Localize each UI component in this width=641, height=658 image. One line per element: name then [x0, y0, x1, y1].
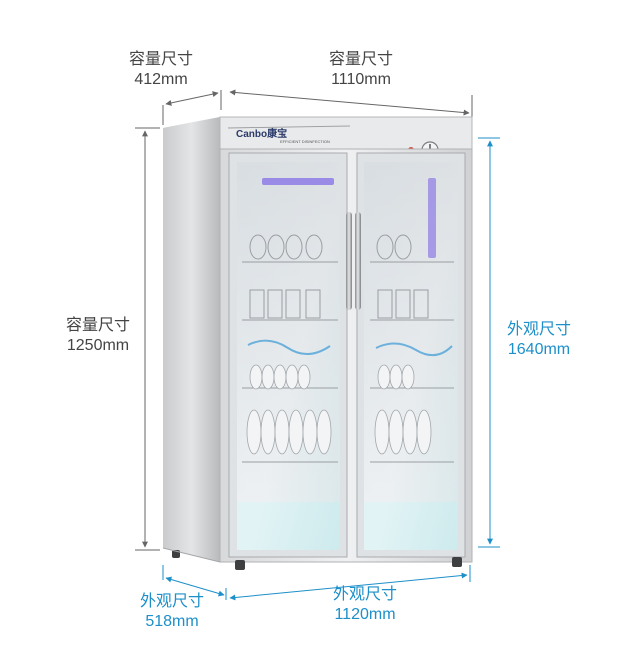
capacity-height-value: 1250mm [66, 337, 130, 354]
capacity-width-value: 1110mm [331, 71, 391, 88]
exterior-dimension-lines [162, 137, 500, 601]
brand-logo-icon: Canbo康宝 [236, 127, 287, 140]
right-door-handle[interactable] [355, 212, 361, 310]
exterior-width-label: 外观尺寸 1120mm [320, 585, 410, 625]
capacity-width-title: 容量尺寸 [328, 51, 393, 68]
brand-subtitle: EFFICIENT DISINFECTION [280, 139, 330, 144]
capacity-depth-value: 412mm [134, 71, 188, 88]
exterior-height-label: 外观尺寸 1640mm [497, 320, 581, 360]
capacity-depth-title: 容量尺寸 [128, 51, 193, 68]
capacity-height-label: 容量尺寸 1250mm [56, 316, 140, 356]
exterior-width-value: 1120mm [334, 606, 396, 623]
left-glass-door[interactable] [228, 152, 348, 558]
cabinet-foot [235, 560, 245, 570]
exterior-depth-value: 518mm [145, 613, 199, 630]
capacity-width-label: 容量尺寸 1110mm [316, 50, 406, 90]
cabinet-side-panel [163, 117, 220, 562]
exterior-width-title: 外观尺寸 [332, 586, 397, 603]
exterior-depth-title: 外观尺寸 [139, 593, 204, 610]
exterior-height-title: 外观尺寸 [506, 321, 571, 338]
exterior-height-value: 1640mm [507, 341, 571, 358]
capacity-height-title: 容量尺寸 [65, 317, 130, 334]
right-glass-door[interactable] [356, 152, 466, 558]
uv-lamp-icon [262, 178, 334, 185]
disinfection-cabinet: Canbo康宝 EFFICIENT DISINFECTION [162, 116, 473, 570]
exterior-depth-label: 外观尺寸 518mm [132, 592, 212, 632]
capacity-dimension-lines [135, 89, 473, 551]
cabinet-foot [452, 557, 462, 567]
capacity-depth-label: 容量尺寸 412mm [124, 50, 198, 90]
left-door-handle[interactable] [346, 212, 352, 310]
